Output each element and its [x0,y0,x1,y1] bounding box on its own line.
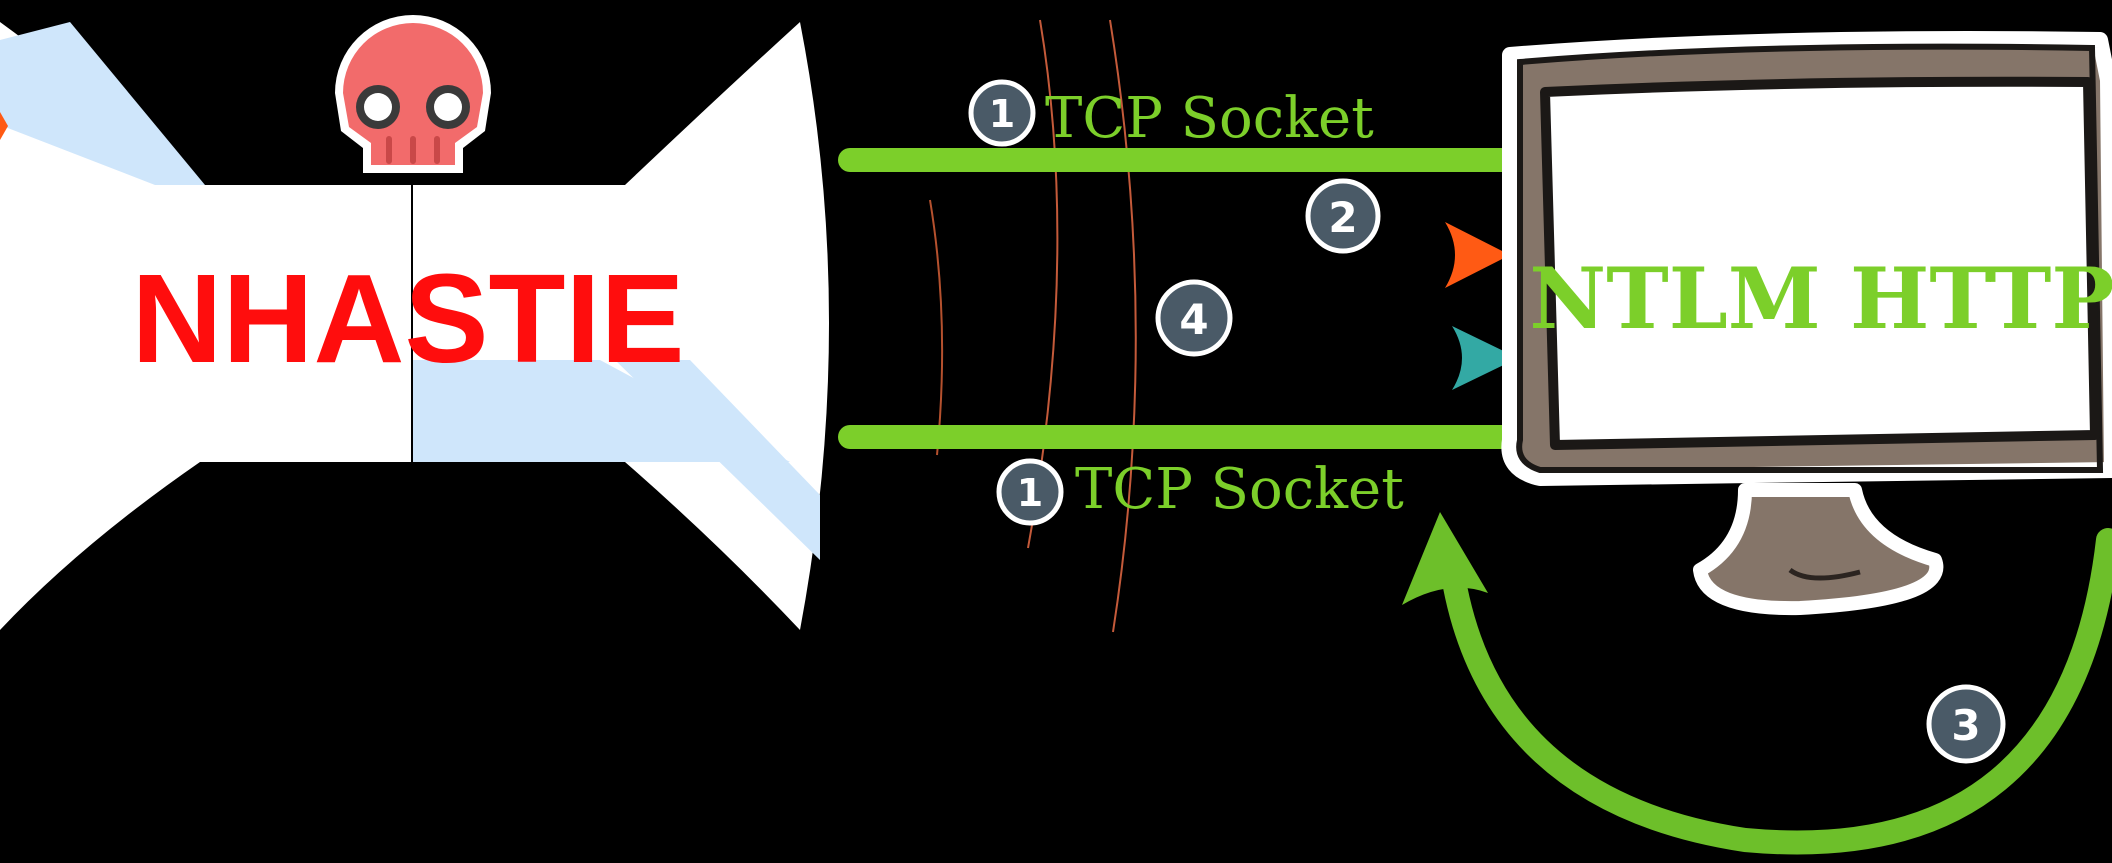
server-node: NTLM HTTP [1501,31,2112,616]
bowtie-stripe-middle [412,185,790,462]
svg-text:1: 1 [1017,471,1043,515]
bowtie-stripe-upper [0,22,205,185]
step-badge-request: 2 [1305,178,1381,254]
authenticate-arrow [855,326,1518,390]
svg-text:2: 2 [1328,193,1357,242]
tcp-socket-top-label: TCP Socket [1045,86,1374,151]
bowtie-shape [0,22,829,630]
bowtie-center-mask [200,185,412,462]
request-arrow [848,222,1510,288]
server-label: NTLM HTTP [1529,249,2112,348]
svg-text:4: 4 [1179,295,1208,344]
challenge-loop-arrow [1402,512,2112,855]
svg-text:1: 1 [989,92,1015,136]
monitor-screen [1540,76,2100,450]
step-badge-challenge: 3 [1926,684,2006,764]
tcp-socket-bottom-label: TCP Socket [1075,457,1404,522]
svg-text:3: 3 [1951,701,1980,750]
monitor-stand [1693,483,1944,616]
skull-fill [343,23,483,165]
step-badge-socket-top: 1 [968,79,1036,147]
bowtie-stripe-lower [615,360,820,560]
attacker-label: NHASTIE [131,248,684,389]
skull-icon [335,15,491,173]
step-badge-socket-bottom: 1 [996,458,1064,526]
attacker-node: NHASTIE [0,15,829,630]
step-badge-authenticate: 4 [1155,279,1233,357]
offscreen-arrow-fragment [0,112,8,140]
